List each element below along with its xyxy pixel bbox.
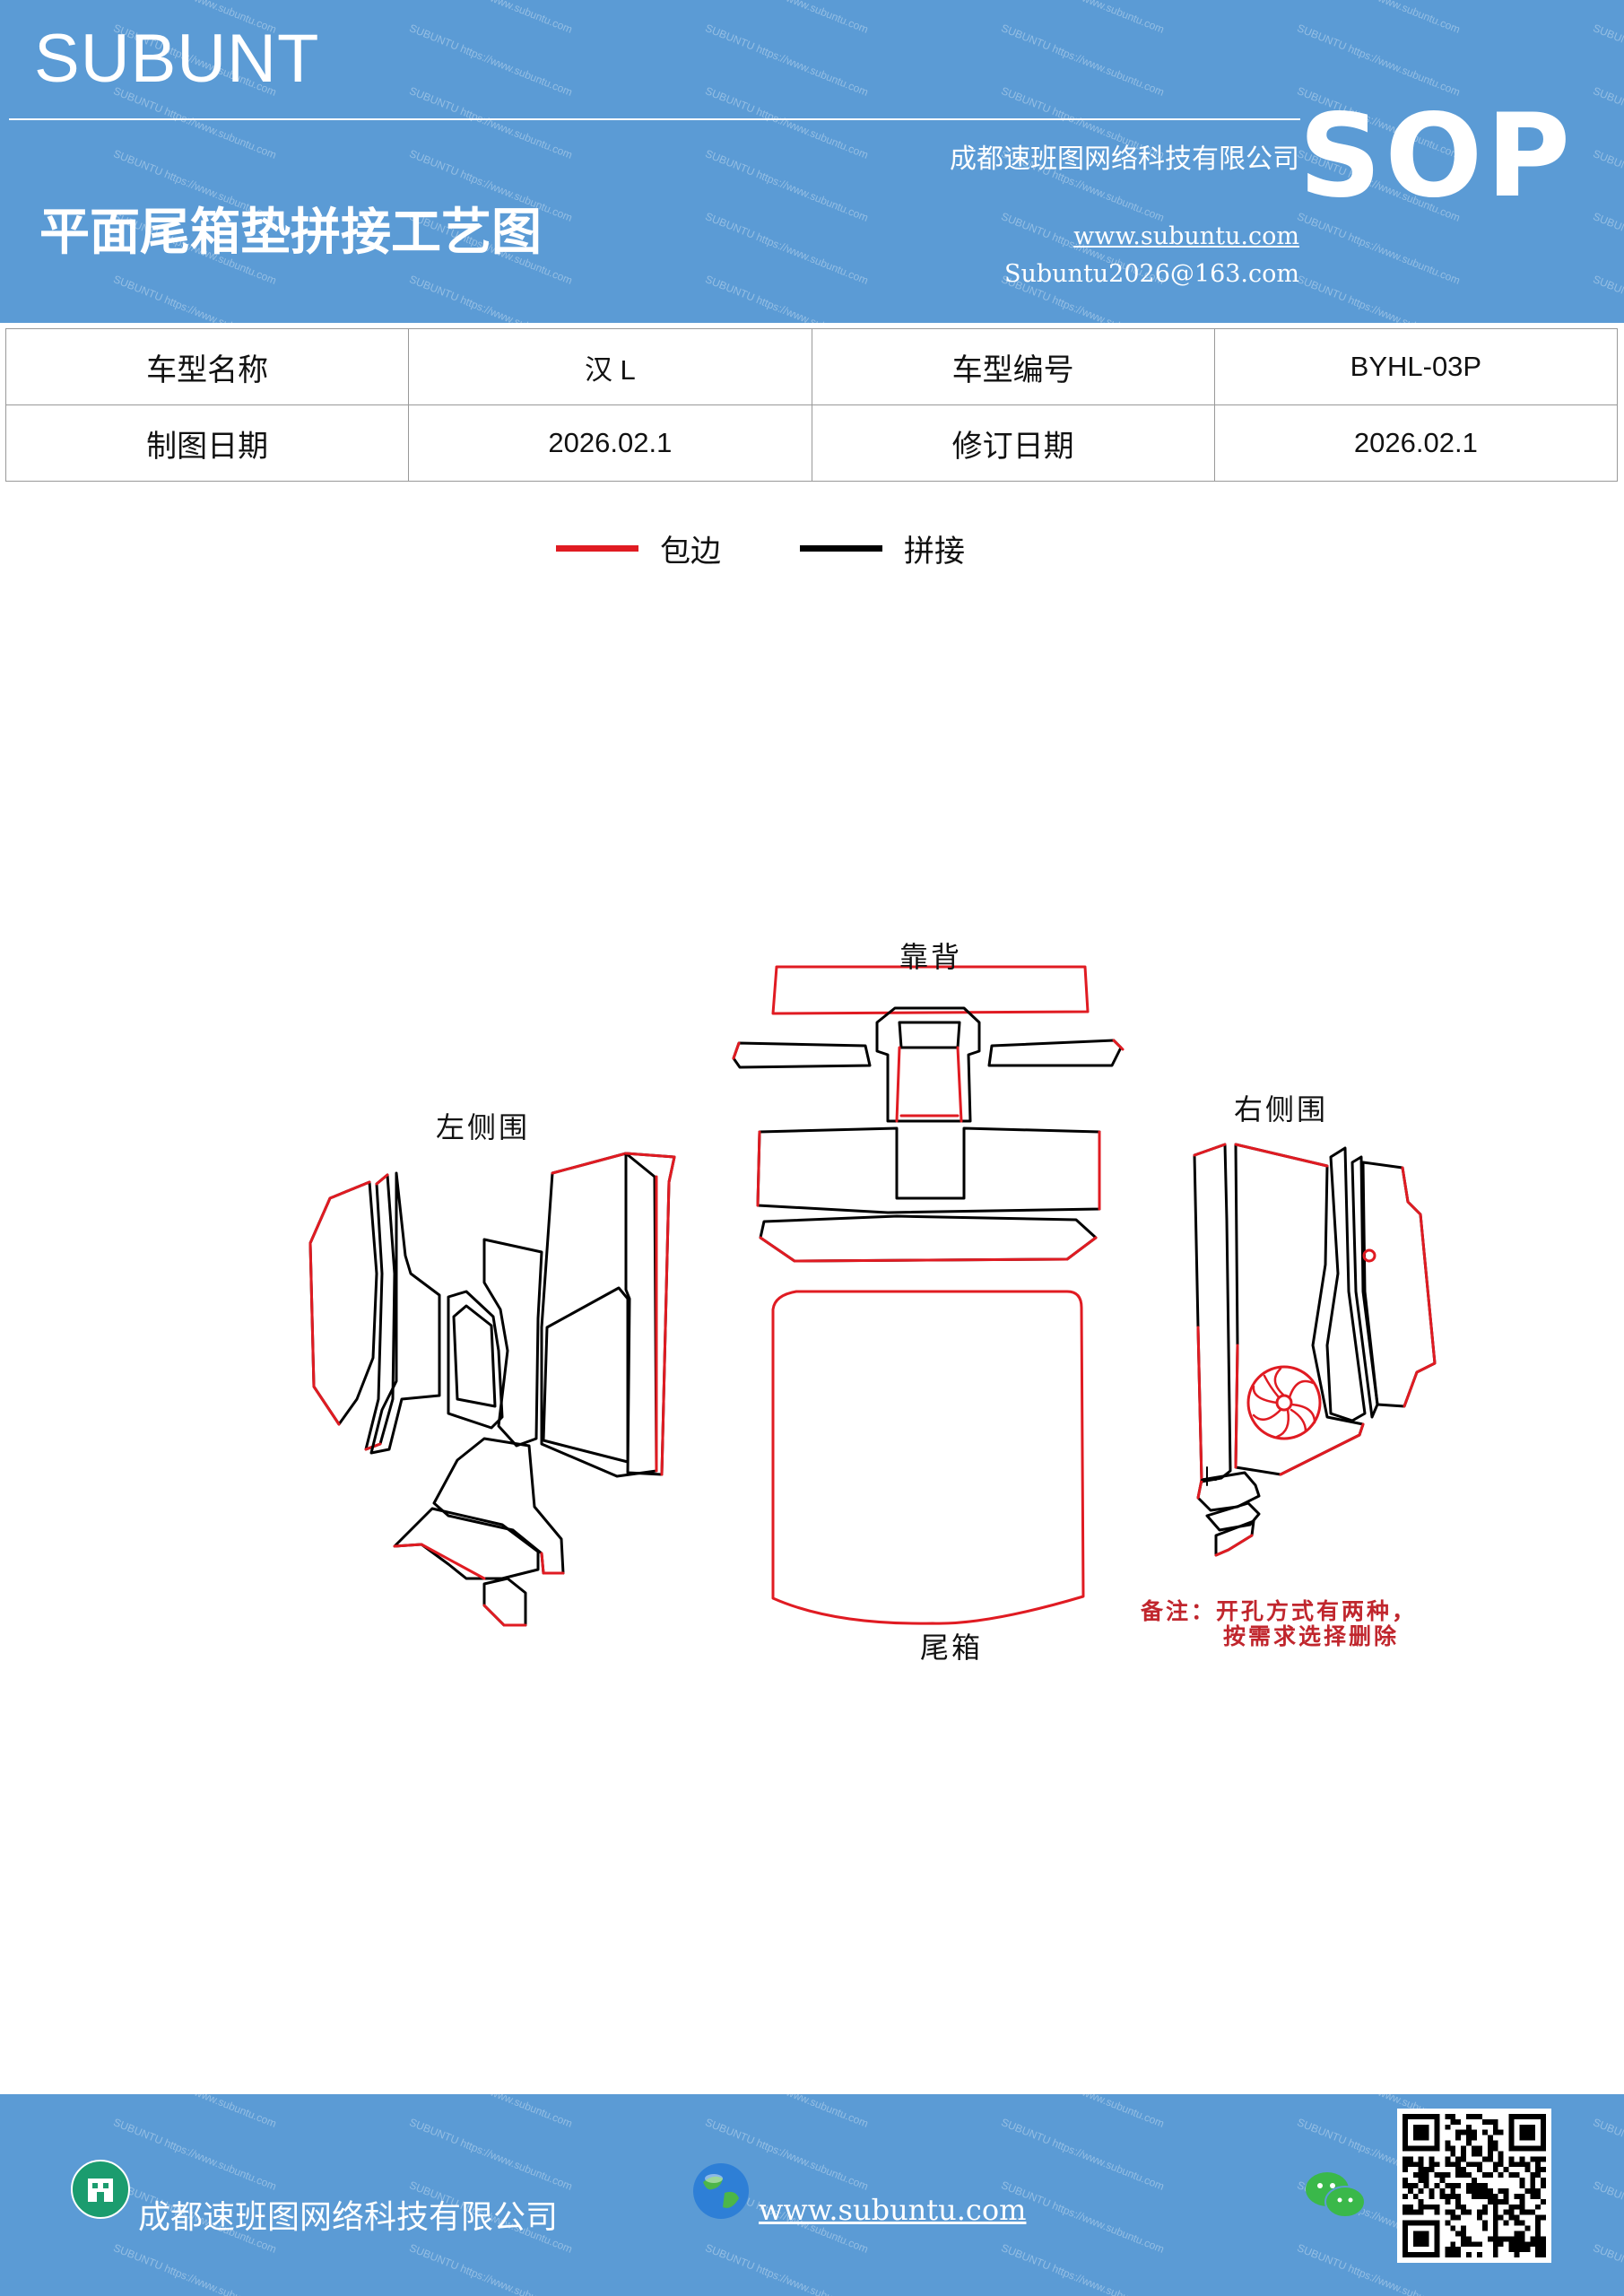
right-small-hole [1362,1248,1376,1263]
speaker-hole-spokes [1252,1367,1316,1439]
backrest-top-edge [771,965,1090,1015]
speaker-hole-outer [1246,1365,1322,1440]
model-name-label: 车型名称 [4,328,410,405]
footer-website-link[interactable]: www.subuntu.com [759,2193,1027,2227]
backrest-lower-edge [756,1130,1101,1211]
model-name-value: 汉 L [408,328,812,405]
right-bottom-piece [1196,1471,1261,1512]
backrest-center-inner [898,1021,961,1049]
left-tall-panel [540,1152,658,1478]
backrest-bottom-strip-edge [759,1236,1098,1263]
label-backrest: 靠背 [899,940,963,974]
watermark-text: SUBUNTU https://www.subuntu.com [999,2241,1167,2296]
globe-icon [693,2163,749,2219]
trunk-floor [771,1290,1085,1625]
left-bottom-fender-edge [393,1543,565,1580]
right-side-marker [1201,1466,1217,1486]
legend-item-edge: 包边 [556,526,721,570]
left-bottom-piece [432,1437,565,1575]
building-icon [71,2160,130,2219]
table-row: 制图日期 2026.02.1 修订日期 2026.02.1 [4,404,1619,482]
backrest-mid-left [732,1041,872,1069]
revise-date-value: 2026.02.1 [1213,404,1619,482]
sop-badge: SOP [1298,90,1574,223]
left-tall-panel-edge [551,1152,658,1473]
note-line-2: 按需求选择删除 [1223,1623,1400,1649]
note-line-1: 备注：开孔方式有两种， [1141,1598,1418,1624]
legend-swatch-red [556,544,638,552]
left-seat-box [447,1290,504,1430]
left-right-strip-edge [624,1152,676,1476]
right-side-pieces [1193,1143,1437,1557]
right-strip-mid [1325,1146,1367,1422]
draw-date-label: 制图日期 [4,404,410,482]
backrest-mid-right [987,1039,1123,1067]
left-mid-piece [482,1238,543,1448]
backrest-center-edge [895,1046,963,1123]
watermark-text: SUBUNTU https://www.subuntu.com [999,2116,1167,2193]
watermark-text: SUBUNTU https://www.subuntu.com [111,2116,279,2193]
model-code-value: BYHL-03P [1213,328,1619,405]
backrest-mid-right-edge [1112,1039,1125,1051]
right-strip-outer-edge [1193,1143,1227,1483]
legend-swatch-black [800,544,882,552]
email-address[interactable]: Subuntu2026@163.com [1004,260,1299,288]
table-row: 车型名称 汉 L 车型编号 BYHL-03P [4,328,1619,405]
label-trunk: 尾箱 [920,1631,984,1665]
brand-name: SUBUNT [34,21,320,97]
model-code-label: 车型编号 [811,328,1215,405]
legend: 包边 拼接 [0,526,1624,570]
right-bottom-tip-edge [1214,1534,1254,1557]
left-strip-2 [369,1171,441,1455]
legend-label: 拼接 [904,533,965,570]
watermark-text: SUBUNTU https://www.subuntu.com [703,2241,871,2296]
backrest-bottom-strip [759,1214,1098,1263]
left-bottom-tip [482,1577,527,1627]
watermark-text: SUBUNTU https://www.subuntu.com [407,2241,575,2296]
backrest-mid-left-edge [732,1041,741,1060]
draw-date-value: 2026.02.1 [408,404,812,482]
label-left-side: 左侧围 [436,1110,531,1144]
header-divider [9,118,1300,120]
label-right-side: 右侧围 [1234,1092,1329,1126]
left-piece-outer-edge [308,1180,371,1426]
revise-date-label: 修订日期 [811,404,1215,482]
legend-label: 包边 [660,533,721,570]
left-bottom-tip-edge [482,1604,527,1627]
left-seat-inner [452,1304,497,1408]
left-strip-1 [364,1173,396,1451]
watermark-text: SUBUNTU https://www.subuntu.com [111,2241,279,2296]
right-far-panel-edge [1401,1166,1437,1408]
company-name: 成都速班图网络科技有限公司 [950,144,1299,175]
watermark-text: SUBUNTU https://www.subuntu.com [1591,2241,1624,2296]
footer-company-name: 成都速班图网络科技有限公司 [138,2199,559,2236]
qr-code [1397,2109,1551,2263]
right-bottom-piece-edge [1196,1478,1203,1500]
left-inner-panel [542,1286,630,1464]
watermark-text: SUBUNTU https://www.subuntu.com [407,2116,575,2193]
info-table: 车型名称 汉 L 车型编号 BYHL-03P 制图日期 2026.02.1 修订… [4,328,1619,482]
wechat-icon [1306,2172,1366,2218]
legend-item-seam: 拼接 [800,526,965,570]
right-bottom-fender [1205,1501,1261,1532]
website-link[interactable]: www.subuntu.com [1073,222,1299,250]
right-main-panel-edge [1234,1143,1365,1476]
backrest-center-frame [875,1006,981,1123]
backrest-pieces [732,965,1125,1263]
backrest-lower [756,1126,1101,1214]
document-title: 平面尾箱垫拼接工艺图 [39,203,542,262]
left-side-pieces [308,1152,676,1627]
left-right-strip [624,1152,676,1476]
